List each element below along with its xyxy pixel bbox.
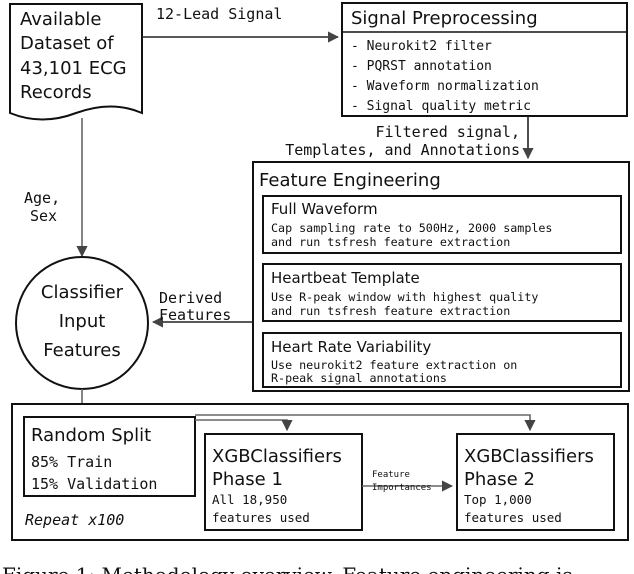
dataset-line: Available	[20, 9, 101, 30]
edge-label-importance: Feature	[372, 470, 410, 480]
classifier-input-line: Features	[43, 340, 120, 361]
hrv-line: R-peak signal annotations	[271, 371, 447, 385]
phase2-line: Top 1,000	[464, 492, 532, 507]
hrv-title: Heart Rate Variability	[271, 338, 431, 356]
repeat-label: Repeat x100	[25, 511, 124, 529]
edge-label-importance: Importances	[372, 483, 432, 493]
random-split-line: 15% Validation	[31, 475, 157, 493]
preprocessing-item: - Signal quality metric	[351, 99, 531, 114]
random-split-title: Random Split	[31, 425, 151, 446]
heartbeat-template-line: Use R-peak window with highest quality	[271, 290, 538, 304]
edge-label-filtered: Templates, and Annotations	[285, 141, 520, 159]
full-waveform-title: Full Waveform	[271, 200, 378, 218]
feature-engineering-node: Feature Engineering Full Waveform Cap sa…	[252, 161, 630, 392]
heartbeat-template-node: Heartbeat Template Use R-peak window wit…	[262, 263, 622, 322]
figure-caption: Figure 1: Methodology overview. Feature …	[2, 563, 573, 574]
phase2-node: XGBClassifiers Phase 2 Top 1,000 feature…	[456, 433, 615, 531]
hrv-node: Heart Rate Variability Use neurokit2 fea…	[262, 332, 622, 388]
heartbeat-template-title: Heartbeat Template	[271, 269, 420, 287]
edge-label-derived: Features	[159, 306, 231, 324]
edge-label-12-lead: 12-Lead Signal	[156, 5, 282, 23]
random-split-node: Random Split 85% Train 15% Validation	[23, 416, 196, 497]
edge-split-to-phase1	[195, 419, 293, 432]
classifier-input-node: Classifier Input Features	[15, 256, 149, 390]
preprocessing-title: Signal Preprocessing	[351, 8, 538, 29]
edge-label-age-sex: Sex	[30, 207, 57, 225]
phase1-line: features used	[212, 510, 310, 525]
phase2-title: XGBClassifiers	[464, 446, 594, 467]
phase1-node: XGBClassifiers Phase 1 All 18,950 featur…	[204, 433, 363, 531]
full-waveform-node: Full Waveform Cap sampling rate to 500Hz…	[262, 195, 622, 254]
edge-split-to-phase2	[195, 414, 536, 432]
random-split-line: 85% Train	[31, 453, 112, 471]
phase2-line: features used	[464, 510, 562, 525]
phase1-title: XGBClassifiers	[212, 446, 342, 467]
full-waveform-line: Cap sampling rate to 500Hz, 2000 samples	[271, 221, 552, 235]
classifier-input-line: Classifier	[41, 282, 124, 303]
dataset-line: 43,101 ECG	[20, 58, 127, 79]
classifier-input-line: Input	[59, 311, 106, 332]
phase1-title: Phase 1	[212, 469, 283, 490]
preprocessing-item: - Waveform normalization	[351, 79, 539, 94]
preprocessing-item: - PQRST annotation	[351, 59, 492, 74]
preprocessing-item: - Neurokit2 filter	[351, 39, 492, 54]
preprocessing-node: Signal Preprocessing - Neurokit2 filter …	[341, 2, 628, 117]
phase1-line: All 18,950	[212, 492, 287, 507]
dataset-line: Records	[20, 82, 92, 103]
edge-label-age-sex: Age,	[24, 189, 60, 207]
edge-label-filtered: Filtered signal,	[376, 123, 521, 141]
heartbeat-template-line: and run tsfresh feature extraction	[271, 304, 510, 318]
phase2-title: Phase 2	[464, 469, 535, 490]
edge-label-derived: Derived	[159, 289, 222, 307]
feature-engineering-title: Feature Engineering	[259, 170, 441, 191]
dataset-node: Available Dataset of 43,101 ECG Records	[9, 3, 143, 121]
full-waveform-line: and run tsfresh feature extraction	[271, 235, 510, 249]
hrv-line: Use neurokit2 feature extraction on	[271, 358, 517, 372]
dataset-line: Dataset of	[20, 33, 114, 54]
